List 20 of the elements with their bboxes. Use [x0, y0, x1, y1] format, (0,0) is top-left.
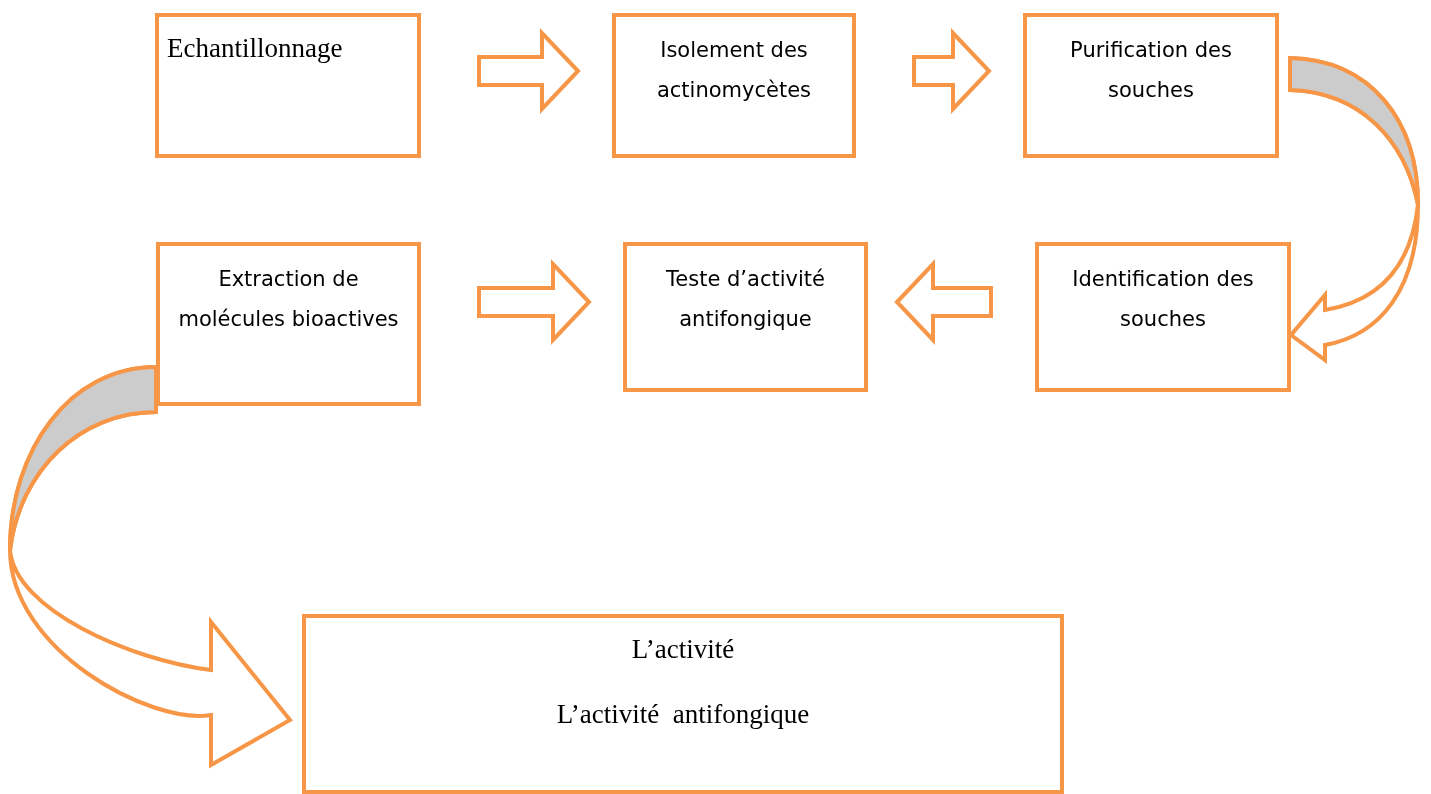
block-arrow — [477, 259, 592, 345]
block-arrow — [912, 28, 992, 114]
process-box — [1035, 242, 1291, 392]
block-arrow — [477, 28, 581, 114]
step-label: Isolement des actinomycètes — [655, 37, 813, 104]
step-label: L’activité antifongique — [556, 698, 810, 732]
process-box — [1023, 13, 1279, 158]
block-arrow — [894, 259, 993, 345]
process-box — [302, 614, 1064, 794]
process-box — [156, 242, 421, 406]
step-label: Purification des souches — [1069, 37, 1233, 104]
step-label: Teste d’activité antifongique — [665, 266, 826, 333]
step-label: Echantillonnage — [167, 32, 343, 65]
process-box — [612, 13, 856, 158]
step-label: Extraction de molécules bioactives — [177, 266, 400, 333]
step-label: L’activité — [631, 633, 735, 666]
curved-block-arrow — [1288, 56, 1420, 362]
step-label: Identification des souches — [1071, 266, 1255, 333]
process-box — [623, 242, 868, 392]
process-box — [155, 13, 421, 158]
